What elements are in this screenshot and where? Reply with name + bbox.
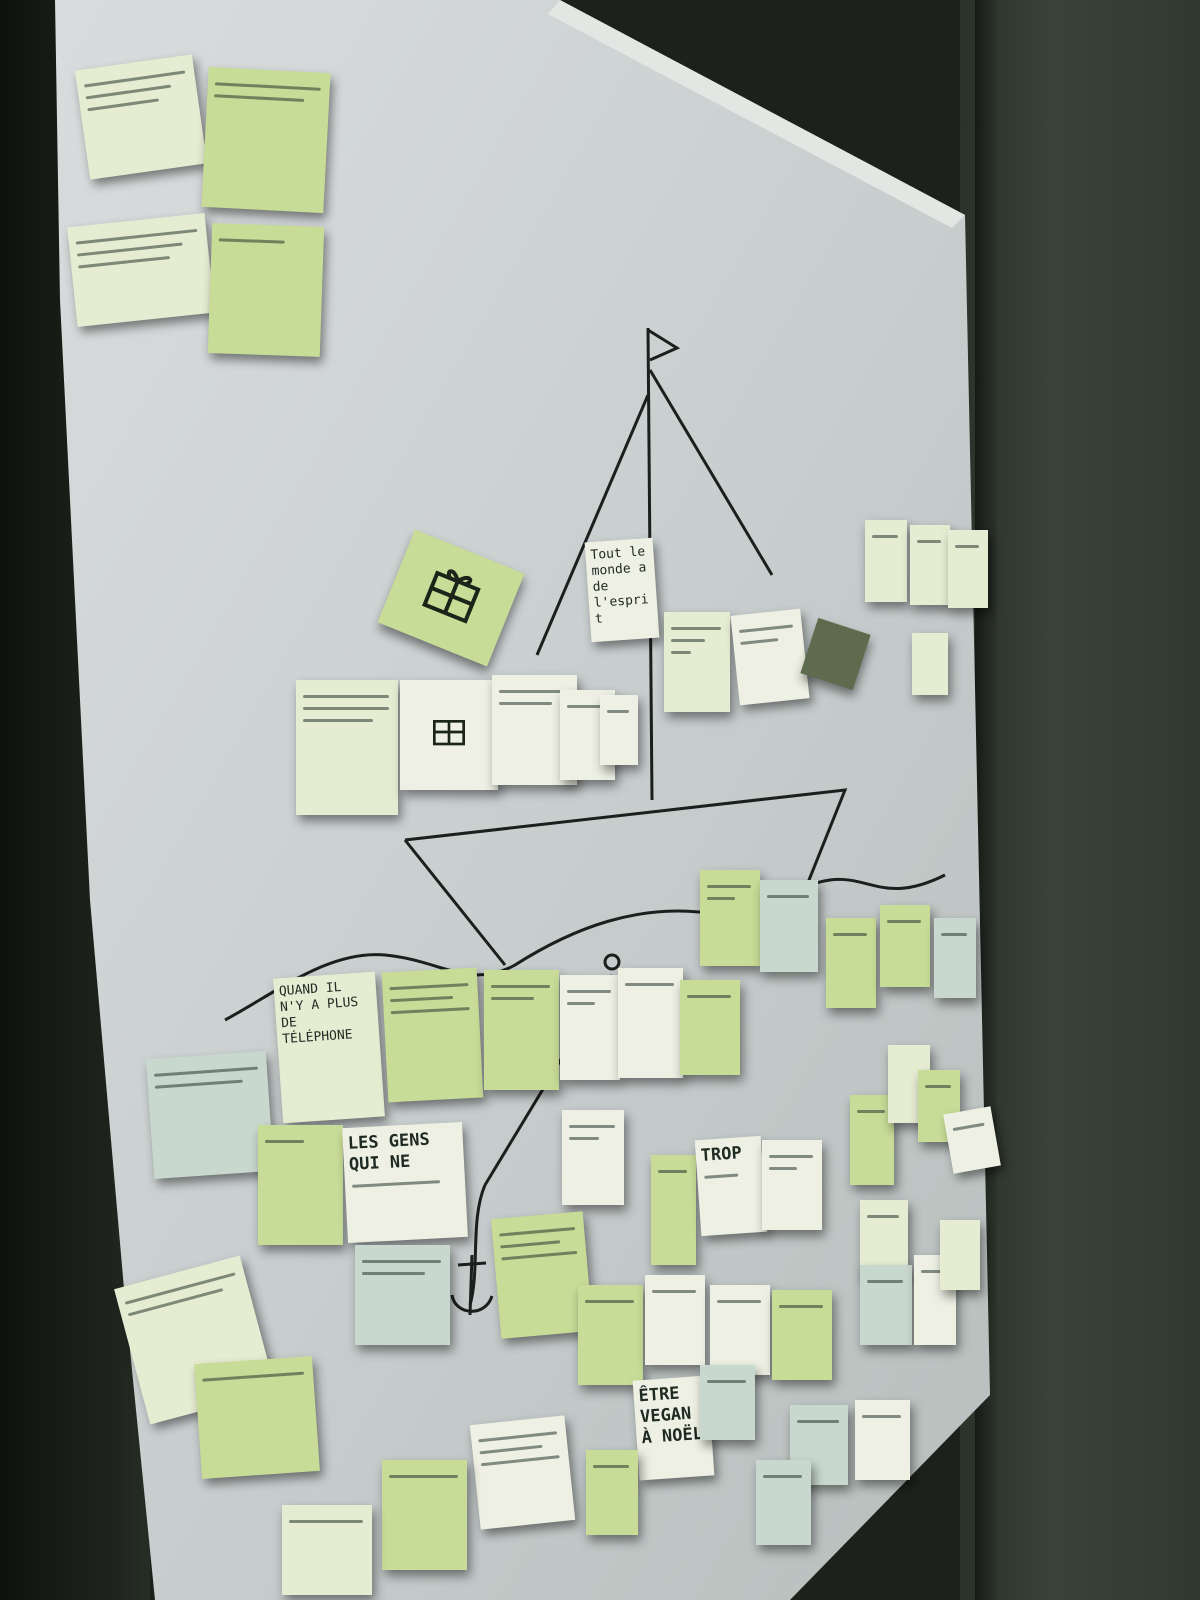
boat-sail-left bbox=[535, 394, 650, 656]
note-text: ÊTRE VEGAN À NOËL bbox=[638, 1383, 704, 1449]
sticky-note bbox=[948, 530, 988, 608]
note-text: LES GENS QUI NE bbox=[347, 1129, 431, 1175]
sticky-note: Tout le monde a de l'esprit bbox=[584, 537, 660, 643]
sticky-note bbox=[618, 968, 683, 1078]
sticky-note bbox=[680, 980, 740, 1075]
sticky-note bbox=[700, 870, 760, 966]
paper-curl bbox=[548, 0, 965, 228]
sticky-note bbox=[201, 66, 331, 214]
sticky-note bbox=[562, 1110, 624, 1205]
sticky-note bbox=[860, 1200, 908, 1275]
sticky-note bbox=[282, 1505, 372, 1595]
sticky-note bbox=[865, 520, 907, 602]
sticky-note: TROP bbox=[694, 1135, 768, 1237]
sticky-note bbox=[355, 1245, 450, 1345]
sticky-note: QUAND IL N'Y A PLUS DE TÉLÉPHONE bbox=[273, 971, 385, 1124]
wall-right bbox=[960, 0, 1200, 1600]
sticky-note bbox=[651, 1155, 696, 1265]
sticky-note bbox=[381, 967, 484, 1103]
sticky-note bbox=[772, 1290, 832, 1380]
sticky-note bbox=[940, 1220, 980, 1290]
sticky-note bbox=[400, 680, 498, 790]
sticky-note bbox=[74, 54, 208, 180]
sticky-note bbox=[910, 525, 950, 605]
sticky-note: LES GENS QUI NE bbox=[342, 1121, 468, 1244]
sticky-note bbox=[850, 1095, 894, 1185]
gift-icon bbox=[422, 569, 481, 624]
anchor-curve bbox=[468, 1184, 487, 1306]
sticky-note bbox=[700, 1365, 755, 1440]
sticky-note bbox=[296, 680, 398, 815]
note-text: QUAND IL N'Y A PLUS DE TÉLÉPHONE bbox=[278, 980, 359, 1048]
sticky-note bbox=[484, 970, 559, 1090]
sticky-note bbox=[67, 213, 215, 327]
sticky-note bbox=[645, 1275, 705, 1365]
sticky-note bbox=[600, 695, 638, 765]
sticky-note bbox=[710, 1285, 770, 1375]
boat-hull bbox=[403, 788, 848, 966]
sticky-note bbox=[934, 918, 976, 998]
sticky-note bbox=[860, 1265, 912, 1345]
note-text: Tout le monde a de l'esprit bbox=[590, 544, 650, 627]
gift-note bbox=[377, 529, 525, 667]
boat-sail-right bbox=[648, 369, 774, 576]
gift-icon bbox=[433, 720, 465, 746]
sticky-note bbox=[912, 633, 948, 695]
sticky-note bbox=[664, 612, 730, 712]
sticky-note bbox=[194, 1356, 320, 1479]
sticky-note bbox=[382, 1460, 467, 1570]
sticky-note bbox=[730, 608, 810, 706]
sticky-note bbox=[578, 1285, 643, 1385]
anchor-icon bbox=[450, 953, 621, 1316]
sticky-note bbox=[586, 1450, 638, 1535]
note-text: TROP bbox=[700, 1143, 743, 1167]
sticky-note bbox=[560, 975, 620, 1080]
sticky-note bbox=[207, 223, 325, 357]
sticky-note bbox=[943, 1106, 1001, 1174]
sticky-note bbox=[760, 880, 818, 972]
sticky-note bbox=[756, 1460, 811, 1545]
sticky-note bbox=[145, 1050, 275, 1180]
boat-flag bbox=[647, 328, 681, 362]
sticky-note bbox=[258, 1125, 343, 1245]
sticky-note bbox=[469, 1415, 576, 1530]
sticky-note bbox=[826, 918, 876, 1008]
sea-wave bbox=[224, 873, 946, 1022]
sticky-note bbox=[855, 1400, 910, 1480]
sticky-note bbox=[762, 1140, 822, 1230]
sticky-note bbox=[880, 905, 930, 987]
